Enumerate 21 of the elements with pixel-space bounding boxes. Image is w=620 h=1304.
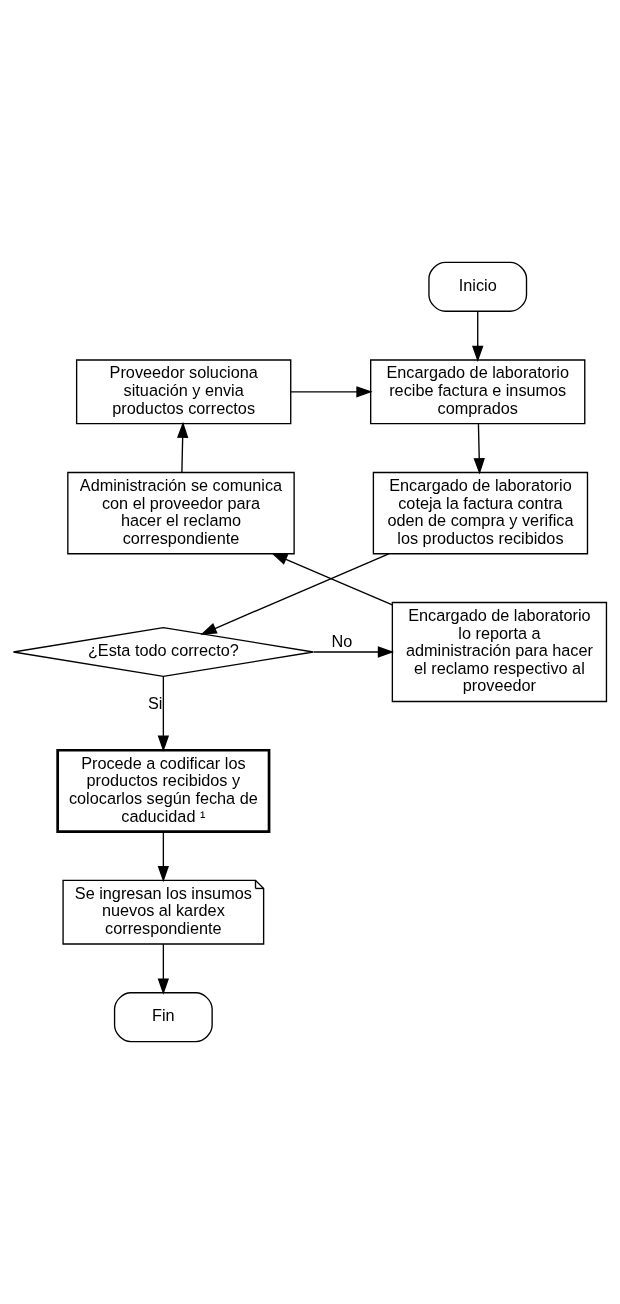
node-box: Administración se comunica con el proveedor para hacer el reclamo correspondiente	[67, 471, 295, 555]
node-box: Inicio	[428, 261, 528, 312]
node-box: Encargado de laboratorio lo reporta a administración para hacer el reclamo respectivo al proveedor	[391, 601, 608, 703]
arrow	[290, 386, 373, 398]
node-box: Encargado de laboratorio coteja la factura contra oden de compra y verifica los productos recibidos	[372, 471, 589, 555]
node-box: Fin	[113, 992, 213, 1043]
arrow	[157, 675, 170, 752]
arrow	[271, 553, 394, 606]
arrow	[473, 423, 485, 475]
edge-label: Si	[148, 693, 163, 712]
arrow	[200, 553, 390, 635]
arrow	[176, 421, 189, 474]
arrow	[157, 831, 170, 883]
node-box: Procede a codificar los productos recibidos y colocarlos según fecha de caducidad ¹	[56, 748, 271, 833]
arrow	[472, 310, 484, 363]
arrow	[313, 646, 395, 658]
node-box: Encargado de laboratorio recibe factura e insumos comprados	[370, 359, 586, 425]
arrow	[157, 943, 170, 995]
node-box: Proveedor soluciona situación y envia productos correctos	[75, 359, 292, 425]
node-diamond: ¿Esta todo correcto?	[12, 626, 314, 678]
edge-label: No	[331, 632, 353, 651]
